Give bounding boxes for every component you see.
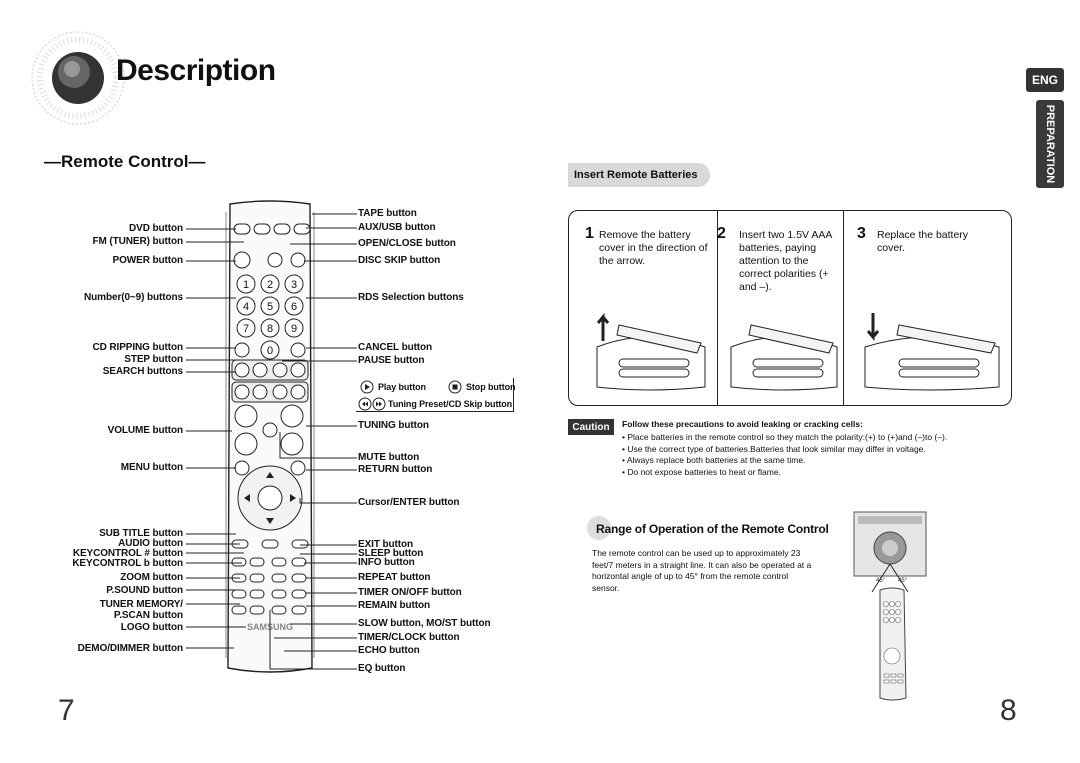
range-title: Range of Operation of the Remote Control — [596, 522, 829, 536]
range-text: The remote control can be used up to app… — [592, 548, 812, 593]
label-disc-skip-button: DISC SKIP button — [358, 255, 441, 266]
section-side-tab: PREPARATION — [1036, 100, 1064, 188]
label-echo-button: ECHO button — [358, 645, 420, 656]
number-key-label: 1 — [243, 279, 249, 291]
label-slow-mo-st-button: SLOW button, MO/ST button — [358, 618, 491, 629]
label-eq-button: EQ button — [358, 663, 406, 674]
label-keycontrol-flat-button: KEYCONTROL b button — [72, 558, 183, 569]
step-3-text: Replace the battery cover. — [877, 229, 969, 254]
label-rds-selection-buttons: RDS Selection buttons — [358, 292, 464, 303]
caution-badge: Caution — [568, 419, 614, 435]
label-pause-button: PAUSE button — [358, 355, 425, 366]
label-open-close-button: OPEN/CLOSE button — [358, 238, 456, 249]
label-demo-dimmer-button: DEMO/DIMMER button — [77, 643, 184, 654]
label-cd-ripping-button: CD RIPPING button — [92, 342, 183, 353]
label-dvd-button: DVD button — [129, 223, 183, 234]
legend-play: Play button — [378, 382, 426, 392]
leader-lines — [186, 213, 357, 670]
number-key-label: 7 — [243, 323, 249, 335]
number-key-label: 4 — [243, 301, 249, 313]
page-number-right: 8 — [1000, 694, 1017, 727]
caution-item: Place batteries in the remote control so… — [622, 432, 947, 444]
range-bullet-icon — [587, 516, 611, 540]
step-2-number: 2 — [717, 225, 726, 242]
label-tuning-button: TUNING button — [358, 420, 429, 431]
label-exit-button: EXIT button — [358, 539, 413, 550]
range-illustration: 45° 45° — [853, 511, 927, 701]
caution-list: Place batteries in the remote control so… — [622, 432, 947, 478]
legend-skip: Tuning Preset/CD Skip button — [388, 399, 513, 409]
label-cancel-button: CANCEL button — [358, 342, 433, 353]
label-tape-button: TAPE button — [358, 208, 417, 219]
label-step-button: STEP button — [124, 354, 183, 365]
label-menu-button: MENU button — [120, 462, 183, 473]
number-key-label: 3 — [291, 279, 297, 291]
legend-stop: Stop button — [466, 382, 516, 392]
label-fm-tuner-button: FM (TUNER) button — [92, 236, 184, 247]
number-key-label: 5 — [267, 301, 273, 313]
number-key-label: 8 — [267, 323, 273, 335]
label-cursor-enter-button: Cursor/ENTER button — [358, 497, 460, 508]
number-key-label: 6 — [291, 301, 297, 313]
battery-steps: 1 Remove the battery cover in the direct… — [568, 210, 1012, 406]
label-psound-button: P.SOUND button — [106, 585, 183, 596]
caution-item: Use the correct type of batteries.Batter… — [622, 444, 947, 456]
label-logo-button: LOGO button — [120, 622, 183, 633]
skip-icons — [358, 397, 386, 411]
section-title: —Remote Control— — [44, 152, 206, 171]
step-1-text: Remove the battery cover in the directio… — [599, 229, 708, 267]
label-audio-button: AUDIO button — [118, 538, 183, 549]
caution-item: Do not expose batteries to heat or flame… — [622, 467, 947, 479]
number-key-label: 2 — [267, 279, 273, 291]
caution-title: Follow these precautions to avoid leakin… — [622, 419, 863, 429]
number-keys — [236, 274, 304, 360]
button-legend: Play button Stop button Tuning Preset/CD… — [356, 378, 516, 412]
step-3-number: 3 — [857, 225, 866, 242]
batteries-heading: Insert Remote Batteries — [568, 163, 710, 187]
step-3-illustration — [864, 313, 1000, 391]
number-key-label: 0 — [267, 345, 273, 357]
range-angle-left: 45° — [876, 578, 886, 584]
label-subtitle-button: SUB TITLE button — [99, 528, 183, 539]
label-timer-clock-button: TIMER/CLOCK button — [358, 632, 460, 643]
stop-icon — [448, 380, 462, 394]
label-return-button: RETURN button — [358, 464, 433, 475]
disc-logo-icon — [31, 31, 125, 125]
step-2-illustration — [730, 324, 838, 391]
label-zoom-button: ZOOM button — [120, 572, 183, 583]
label-remain-button: REMAIN button — [358, 600, 431, 611]
caution-item: Always replace both batteries at the sam… — [622, 455, 947, 467]
number-key-label: 9 — [291, 323, 297, 335]
label-timer-on-off-button: TIMER ON/OFF button — [358, 587, 462, 598]
page-number-left: 7 — [58, 694, 75, 727]
label-power-button: POWER button — [112, 255, 184, 266]
step-1-number: 1 — [585, 225, 594, 242]
label-mute-button: MUTE button — [358, 452, 420, 463]
label-pscan-button: P.SCAN button — [113, 610, 183, 621]
label-number-buttons: Number(0~9) buttons — [84, 292, 183, 303]
step-2-text: Insert two 1.5V AAA batteries, paying at… — [739, 229, 832, 293]
play-icon — [360, 380, 374, 394]
range-angle-right: 45° — [898, 578, 908, 584]
label-aux-usb-button: AUX/USB button — [358, 222, 436, 233]
label-search-buttons: SEARCH buttons — [102, 366, 183, 377]
label-sleep-button: SLEEP button — [358, 548, 424, 559]
label-repeat-button: REPEAT button — [358, 572, 431, 583]
label-info-button: INFO button — [358, 557, 415, 568]
step-1-illustration — [596, 312, 706, 391]
language-badge: ENG — [1026, 68, 1064, 92]
label-volume-button: VOLUME button — [107, 425, 183, 436]
page-title: Description — [116, 54, 276, 87]
label-tuner-memory: TUNER MEMORY/ — [99, 599, 183, 610]
side-tab-label: PREPARATION — [1044, 104, 1056, 184]
label-keycontrol-sharp-button: KEYCONTROL # button — [72, 548, 183, 559]
